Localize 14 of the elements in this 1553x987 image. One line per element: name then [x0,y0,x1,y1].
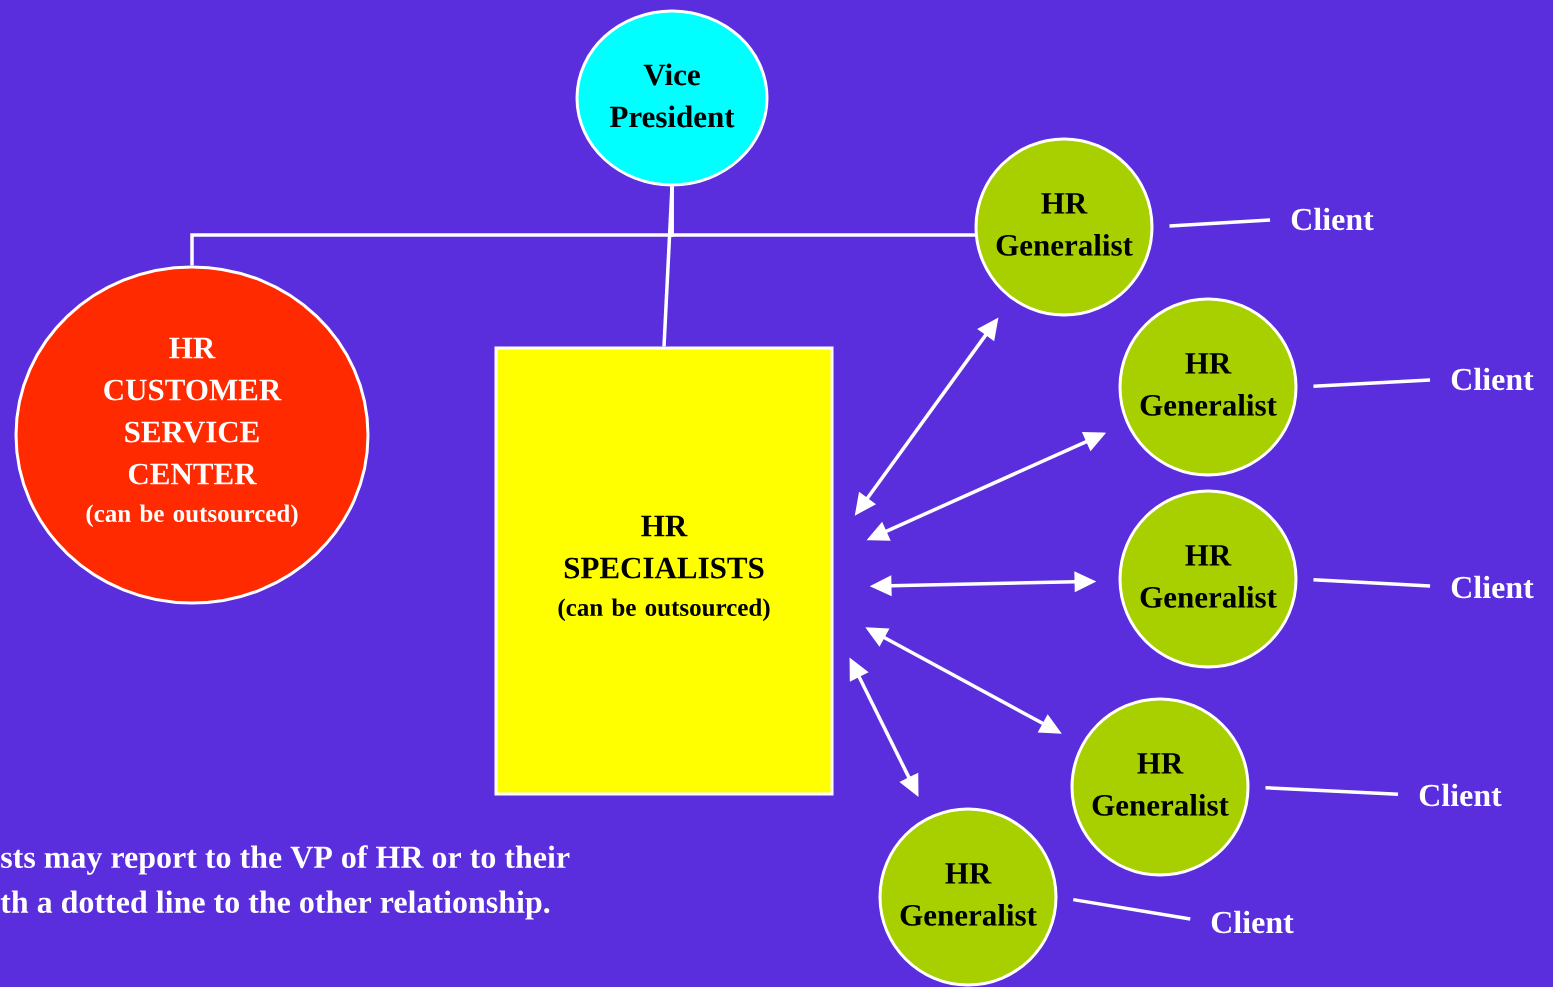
note-text: sts may report to the VP of HR or to their [1,845,570,875]
client-label: Client [1419,783,1502,807]
client-label: Client [1451,367,1534,391]
client-label: Client [1451,575,1534,599]
connector-line [1313,578,1431,588]
connector-line [670,186,976,237]
connector-line [1265,786,1399,796]
connector-line [1313,378,1431,388]
department-box: HR SPECIALISTS (can be outsourced) [494,346,834,796]
note-text: th a dotted line to the other relationship. [0,890,550,920]
connector-line [1073,897,1191,921]
client-label: Client [1291,207,1374,231]
connector-line [1169,218,1271,228]
client-label: Client [1211,910,1294,934]
